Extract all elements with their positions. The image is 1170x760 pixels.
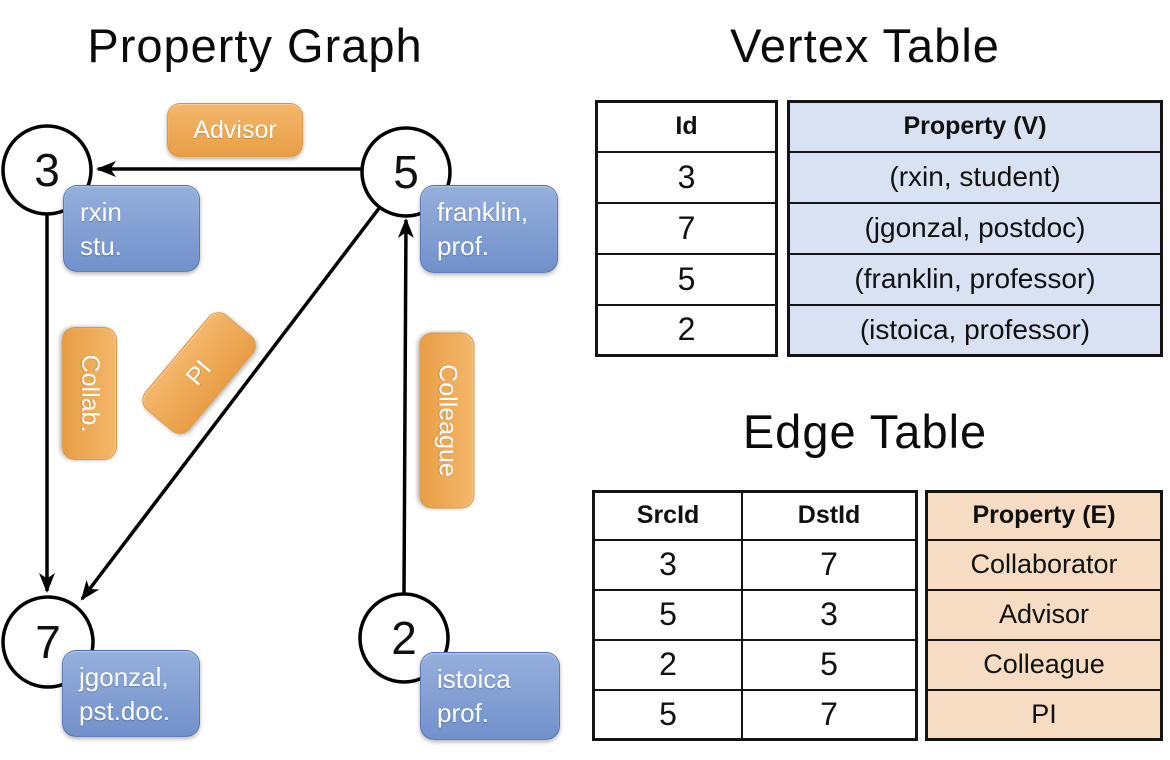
cell-src: 3 bbox=[592, 538, 744, 591]
table-row: Advisor bbox=[925, 588, 1163, 641]
edge-label-collab: Collab. bbox=[62, 327, 117, 460]
vertex-property-box-istoica: istoica prof. bbox=[420, 652, 560, 740]
cell-id: 2 bbox=[595, 303, 778, 357]
cell-property: (franklin, professor) bbox=[787, 252, 1163, 306]
cell-property: (rxin, student) bbox=[787, 150, 1163, 204]
table-row: 7 bbox=[595, 201, 778, 255]
edge-table-title: Edge Table bbox=[742, 405, 988, 458]
vertex-property-box-franklin: franklin, prof. bbox=[420, 185, 558, 273]
table-row: Colleague bbox=[925, 638, 1163, 691]
vertex-property-line: rxin bbox=[80, 197, 122, 227]
vertex-property-box-rxin: rxin stu. bbox=[63, 185, 200, 272]
edge-dst-header: DstId bbox=[741, 490, 918, 541]
cell-src: 5 bbox=[592, 588, 744, 641]
edge-line-pi bbox=[80, 205, 382, 601]
table-row: PI bbox=[925, 688, 1163, 741]
property-graph-title: Property Graph bbox=[87, 19, 423, 72]
vertex-id-badge-7: 7 bbox=[35, 616, 61, 668]
edge-line-colleague bbox=[397, 218, 414, 594]
cell-src: 5 bbox=[592, 688, 744, 741]
cell-dst: 7 bbox=[741, 688, 918, 741]
table-row: (franklin, professor) bbox=[787, 252, 1163, 306]
cell-id: 5 bbox=[595, 252, 778, 306]
vertex-table-title: Vertex Table bbox=[730, 19, 1000, 72]
vertex-id-header: Id bbox=[595, 100, 778, 153]
table-row: 2 bbox=[595, 303, 778, 357]
table-row: 5 bbox=[595, 252, 778, 306]
vertex-property-line: franklin, bbox=[437, 197, 529, 227]
edge-src-header: SrcId bbox=[592, 490, 744, 541]
edge-label-advisor: Advisor bbox=[167, 103, 303, 157]
vertex-property-header: Property (V) bbox=[787, 100, 1163, 153]
table-row: (jgonzal, postdoc) bbox=[787, 201, 1163, 255]
vertex-property-table: Property (V) (rxin, student)(jgonzal, po… bbox=[787, 100, 1163, 357]
table-row: Collaborator bbox=[925, 538, 1163, 591]
cell-property: PI bbox=[925, 688, 1163, 741]
vertex-property-line: prof. bbox=[437, 698, 490, 728]
cell-property: Collaborator bbox=[925, 538, 1163, 591]
cell-src: 2 bbox=[592, 638, 744, 691]
vertex-property-line: istoica bbox=[437, 664, 511, 694]
table-row: (istoica, professor) bbox=[787, 303, 1163, 357]
cell-dst: 7 bbox=[741, 538, 918, 591]
vertex-id-badge-2: 2 bbox=[391, 612, 417, 664]
vertex-property-line: prof. bbox=[437, 231, 490, 261]
cell-dst: 3 bbox=[741, 588, 918, 641]
cell-property: Advisor bbox=[925, 588, 1163, 641]
table-row: 3 bbox=[595, 150, 778, 204]
cell-id: 3 bbox=[595, 150, 778, 204]
vertex-id-badge-5: 5 bbox=[393, 146, 419, 198]
table-row: (rxin, student) bbox=[787, 150, 1163, 204]
edge-property-header: Property (E) bbox=[925, 490, 1163, 541]
vertex-id-badge-3: 3 bbox=[34, 144, 60, 196]
vertex-property-line: jgonzal, bbox=[79, 662, 169, 692]
cell-property: Colleague bbox=[925, 638, 1163, 691]
cell-id: 7 bbox=[595, 201, 778, 255]
cell-property: (jgonzal, postdoc) bbox=[787, 201, 1163, 255]
edge-label-colleague: Colleague bbox=[419, 332, 475, 509]
vertex-property-box-jgonzal: jgonzal, pst.doc. bbox=[62, 650, 200, 737]
vertex-property-line: stu. bbox=[80, 231, 122, 261]
cell-property: (istoica, professor) bbox=[787, 303, 1163, 357]
cell-dst: 5 bbox=[741, 638, 918, 691]
vertex-property-line: pst.doc. bbox=[79, 696, 171, 726]
